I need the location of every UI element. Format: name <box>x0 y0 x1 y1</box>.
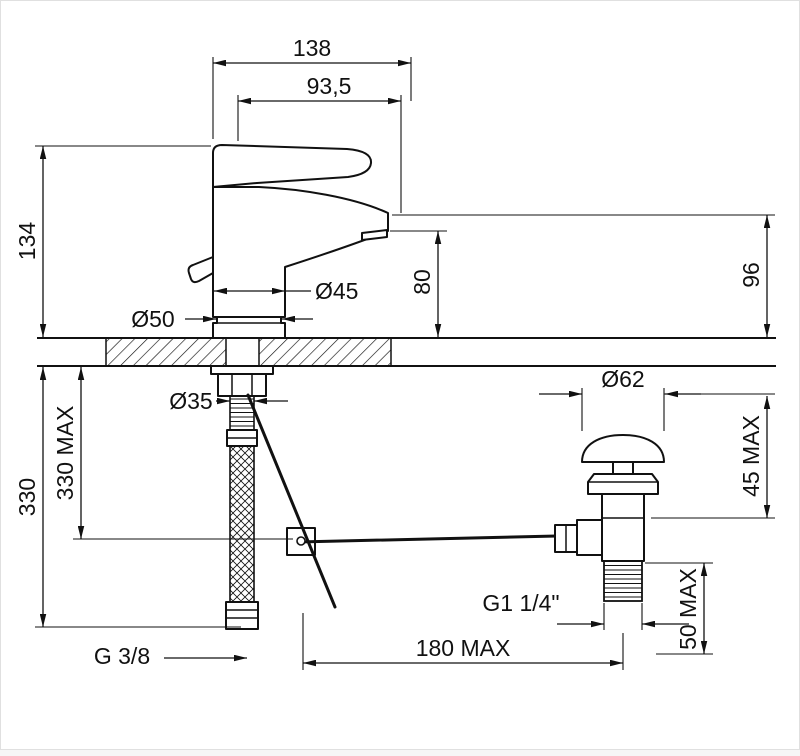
faucet-mixer <box>187 144 389 339</box>
mounting-washer <box>210 365 274 375</box>
drain-body <box>601 493 645 562</box>
mounting-hardware <box>210 365 274 447</box>
dim-label-spout-reach: 93,5 <box>307 73 352 99</box>
ball-joint-housing <box>576 519 603 556</box>
dim-label-overall-width: 138 <box>293 35 331 61</box>
mounting-nut <box>217 373 267 397</box>
drain-assembly <box>554 434 665 602</box>
hose-end-fitting <box>225 601 259 630</box>
pop-up-linkage <box>246 393 559 609</box>
faucet-base-flange <box>212 316 286 339</box>
aerator <box>361 229 388 241</box>
drain-cap-stem <box>612 461 634 475</box>
dim-label-waste-cap-diameter: Ø62 <box>601 366 644 392</box>
dim-label-waste-vertical-max: 45 MAX <box>738 415 764 497</box>
clevis-pivot <box>296 536 306 546</box>
drain-cap-dome <box>581 434 665 463</box>
dim-label-rod-drop: 330 MAX <box>52 406 78 501</box>
dim-label-outlet-height: 80 <box>409 269 435 295</box>
drain-flange <box>587 473 659 495</box>
dim-label-tailpiece-max: 50 MAX <box>675 568 701 650</box>
dim-label-horizontal-reach-max: 180 MAX <box>416 635 511 661</box>
dim-label-shank-diameter: Ø35 <box>169 388 212 414</box>
dim-label-base-diameter: Ø50 <box>131 306 174 332</box>
pop-up-knob <box>187 256 214 284</box>
label-supply-thread: G 3/8 <box>94 643 150 669</box>
dimension-lines: 138 93,5 134 96 80 Ø45 Ø50 Ø35 330 <box>14 35 775 670</box>
pull-rod <box>246 393 337 609</box>
faucet-lever-handle <box>212 144 373 188</box>
drain-tailpiece <box>603 560 643 602</box>
supply-hose <box>225 445 259 630</box>
faucet-body-spout <box>212 186 389 318</box>
countertop-section <box>37 337 776 367</box>
horizontal-linkage-rod <box>296 534 559 544</box>
dim-label-spout-height: 96 <box>738 262 764 288</box>
label-waste-thread: G1 1/4" <box>482 590 559 616</box>
braided-hose <box>229 445 255 603</box>
dim-label-body-height: 134 <box>14 222 40 261</box>
dim-label-hose-length: 330 <box>14 478 40 516</box>
dim-label-body-diameter: Ø45 <box>315 278 358 304</box>
